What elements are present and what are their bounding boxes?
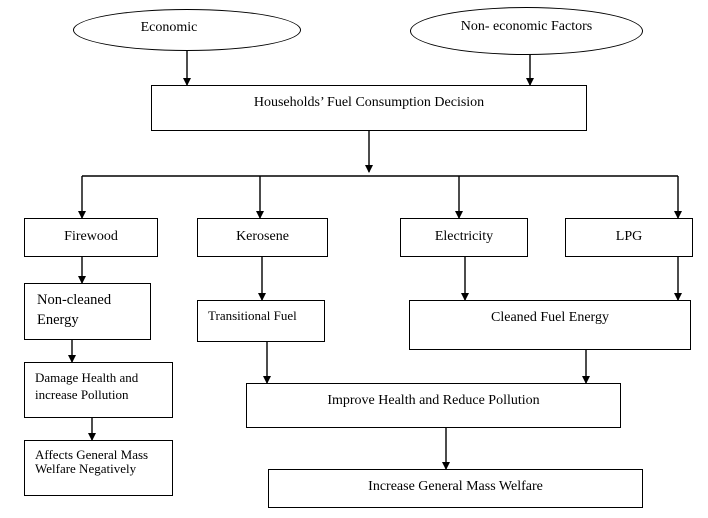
fuel-consumption-decision-label: Households’ Fuel Consumption Decision — [253, 95, 485, 110]
lpg-node: LPG — [565, 218, 693, 257]
damage-health-node: Damage Health and increase Pollution — [24, 362, 173, 418]
affects-welfare-node: Affects General Mass Welfare Negatively — [24, 440, 173, 496]
kerosene-label: Kerosene — [236, 229, 289, 245]
kerosene-node: Kerosene — [197, 218, 328, 257]
affects-welfare-label: Affects General Mass Welfare Negatively — [35, 447, 149, 477]
increase-welfare-node: Increase General Mass Welfare — [268, 469, 643, 508]
economic-node: Economic — [73, 9, 301, 51]
cleaned-fuel-energy-node: Cleaned Fuel Energy — [409, 300, 691, 350]
electricity-label: Electricity — [434, 229, 494, 245]
transitional-fuel-node: Transitional Fuel — [197, 300, 325, 342]
firewood-label: Firewood — [64, 229, 118, 245]
transitional-fuel-label: Transitional Fuel — [208, 308, 297, 323]
damage-health-label: Damage Health and increase Pollution — [35, 370, 139, 402]
non-cleaned-energy-node: Non-cleaned Energy — [24, 283, 151, 340]
electricity-node: Electricity — [400, 218, 528, 257]
cleaned-fuel-energy-label: Cleaned Fuel Energy — [491, 310, 609, 325]
firewood-node: Firewood — [24, 218, 158, 257]
non-cleaned-energy-label: Non-cleaned Energy — [37, 292, 112, 329]
fuel-consumption-decision-node: Households’ Fuel Consumption Decision — [151, 85, 587, 131]
increase-welfare-label: Increase General Mass Welfare — [368, 479, 543, 494]
economic-label: Economic — [140, 19, 198, 35]
improve-health-label: Improve Health and Reduce Pollution — [327, 393, 540, 408]
non-economic-factors-node: Non- economic Factors — [410, 7, 643, 55]
non-economic-factors-label: Non- economic Factors — [460, 18, 593, 34]
improve-health-node: Improve Health and Reduce Pollution — [246, 383, 621, 428]
lpg-label: LPG — [615, 229, 643, 245]
